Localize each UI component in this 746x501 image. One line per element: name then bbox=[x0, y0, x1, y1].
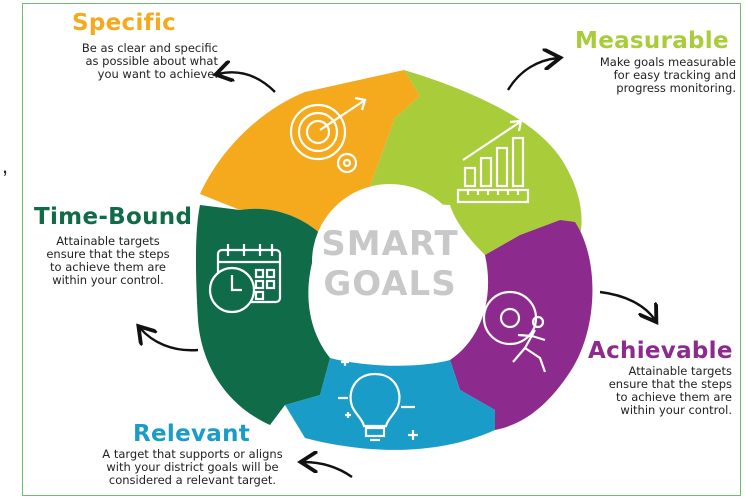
measurable-title: Measurable bbox=[575, 28, 729, 54]
center-circle bbox=[312, 184, 468, 340]
segment-time-bound bbox=[195, 205, 330, 425]
diagram-frame bbox=[22, 3, 741, 496]
relevant-description: A target that supports or aligns with yo… bbox=[102, 447, 283, 487]
arrow-measurable bbox=[506, 58, 558, 91]
center-line-2: GOALS bbox=[323, 264, 457, 304]
center-label: SMART GOALS bbox=[290, 224, 490, 304]
specific-description: Be as clear and specific as possible abo… bbox=[81, 41, 218, 81]
time-bound-title: Time-Bound bbox=[34, 204, 193, 230]
achievable-description: Attainable targets ensure that the steps… bbox=[608, 364, 732, 417]
achievable-title: Achievable bbox=[588, 338, 733, 364]
specific-title: Specific bbox=[72, 10, 177, 36]
segment-achievable bbox=[450, 220, 593, 430]
arrow-relevant bbox=[303, 462, 353, 478]
target-bulb-gear-icon bbox=[289, 96, 367, 174]
calendar-clock-icon bbox=[208, 244, 282, 314]
center-line-1: SMART bbox=[321, 224, 459, 264]
bar-chart-ruler-icon bbox=[456, 119, 530, 204]
runner-gear-icon bbox=[482, 290, 547, 373]
segment-relevant bbox=[285, 358, 495, 450]
puzzle-bulb-icon bbox=[338, 356, 418, 442]
relevant-title: Relevant bbox=[133, 421, 251, 447]
arrow-time-bound bbox=[140, 328, 199, 352]
measurable-description: Make goals measurable for easy tracking … bbox=[599, 55, 736, 95]
segment-measurable bbox=[365, 70, 582, 255]
arrow-achievable bbox=[599, 290, 655, 320]
time-bound-description: Attainable targets ensure that the steps… bbox=[46, 234, 170, 287]
stray-mark: , bbox=[2, 153, 9, 178]
arrow-specific bbox=[218, 72, 276, 93]
